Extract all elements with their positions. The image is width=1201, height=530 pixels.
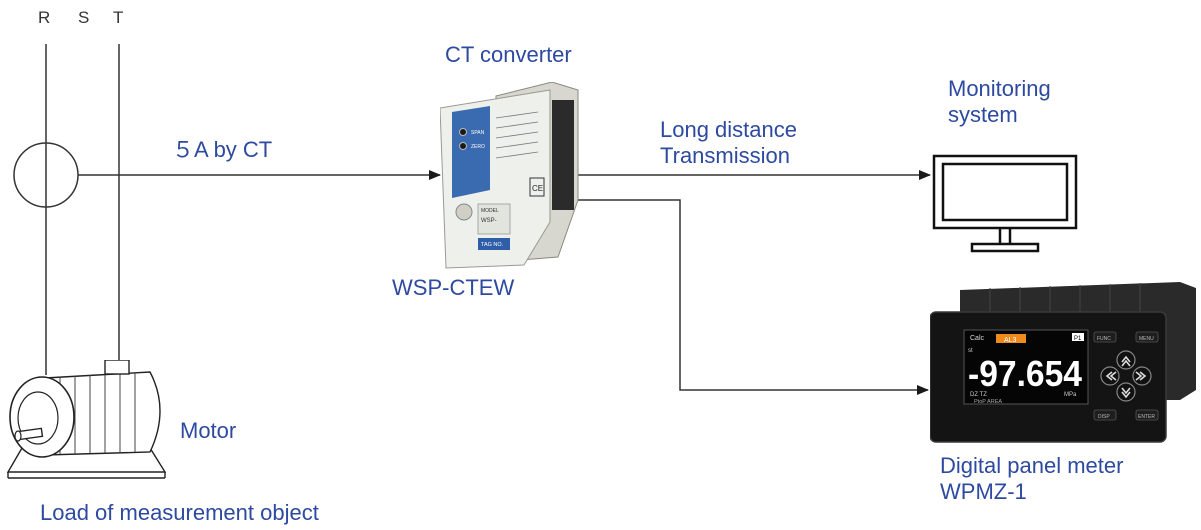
ct-converter-device: SPAN ZERO CE MODEL WSP- TAG NO. — [440, 82, 579, 269]
meter-label: Digital panel meter WPMZ-1 — [940, 453, 1123, 505]
monitoring-label: Monitoring system — [948, 76, 1051, 128]
transmission-label-line2: Transmission — [660, 143, 790, 168]
meter-st-text: st — [968, 348, 973, 354]
meter-tags-text: DZ TZ — [970, 392, 987, 398]
monitor-icon — [932, 154, 1078, 253]
span-text: SPAN — [471, 130, 485, 136]
model-text: MODEL — [481, 208, 499, 214]
meter-unit-text: MPa — [1064, 392, 1077, 398]
motor-label: Motor — [180, 418, 237, 443]
meter-footer-text: PtoP AREA — [974, 399, 1002, 405]
svg-text:CE: CE — [532, 184, 543, 193]
meter-value: -97.654 — [968, 353, 1082, 394]
phase-t-label: T — [113, 8, 124, 27]
monitoring-label-line2: system — [948, 102, 1018, 127]
meter-alarm-text: AL3 — [1004, 337, 1017, 344]
enter-button-text: ENTER — [1138, 414, 1155, 420]
meter-p1-text: P1 — [1074, 336, 1082, 342]
disp-button-text: DISP — [1098, 414, 1110, 420]
wsp-text: WSP- — [481, 218, 497, 224]
load-label: Load of measurement object — [40, 500, 319, 525]
meter-mode-text: Calc — [970, 335, 985, 342]
meter-label-line2: WPMZ-1 — [940, 479, 1027, 504]
phase-s-label: S — [78, 8, 90, 27]
phase-r-label: R — [38, 8, 51, 27]
meter-wire — [578, 199, 929, 395]
motor-illustration — [6, 360, 167, 479]
zero-text: ZERO — [471, 144, 485, 150]
converter-model: WSP-CTEW — [392, 275, 515, 300]
tag-text: TAG NO. — [481, 242, 504, 248]
monitoring-label-line1: Monitoring — [948, 76, 1051, 101]
meter-label-line1: Digital panel meter — [940, 453, 1124, 478]
digital-panel-meter: Calc AL3 P1 st -97.654 DZ TZ MPa PtoP AR… — [930, 282, 1196, 443]
transmission-label-line1: Long distance — [660, 117, 797, 142]
ct-wire-label: ５A by CT — [172, 137, 273, 162]
converter-title: CT converter — [445, 42, 572, 67]
transmission-label: Long distance Transmission — [660, 117, 797, 169]
menu-button-text: MENU — [1139, 336, 1154, 342]
func-button-text: FUNC — [1097, 336, 1111, 342]
